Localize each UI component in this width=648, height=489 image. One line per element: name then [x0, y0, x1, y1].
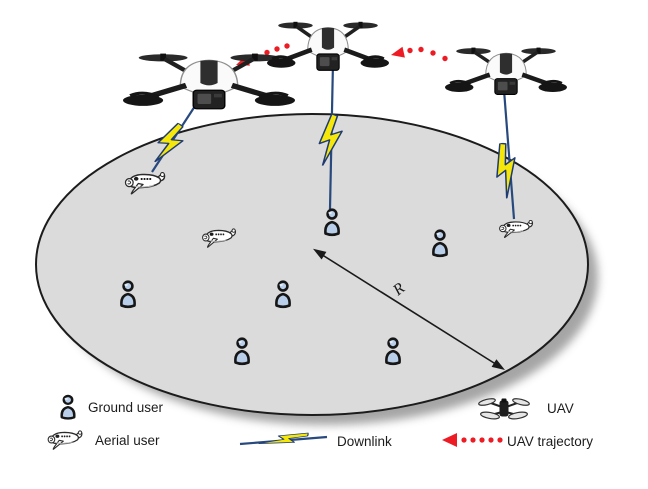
ground-user-label: Ground user — [88, 400, 164, 415]
ground-user-icon — [60, 394, 76, 420]
coverage-region — [35, 113, 589, 416]
downlink-middle — [317, 61, 345, 210]
legend-aerial-user: Aerial user — [47, 430, 160, 450]
uav-trajectory-label: UAV trajectory — [507, 434, 593, 449]
downlink-left — [149, 102, 198, 173]
downlink-label: Downlink — [337, 434, 392, 449]
downlink-icon — [239, 427, 328, 453]
legend-downlink: Downlink — [239, 427, 392, 453]
uav-label: UAV — [547, 401, 574, 416]
legend-ground-user: Ground user — [60, 394, 164, 420]
legend: Ground user Aerial user Downlink — [47, 394, 593, 453]
legend-uav: UAV — [478, 398, 574, 420]
downlink-right — [488, 89, 525, 220]
uavs-layer — [123, 22, 567, 109]
uav — [445, 48, 567, 95]
legend-uav-trajectory: UAV trajectory — [442, 433, 593, 449]
aerial-user-label: Aerial user — [95, 433, 160, 448]
trajectory-arrow-right — [391, 46, 448, 62]
aerial-user-icon — [47, 430, 83, 450]
uav-trajectory-icon — [442, 433, 503, 447]
uav-icon — [478, 398, 530, 420]
